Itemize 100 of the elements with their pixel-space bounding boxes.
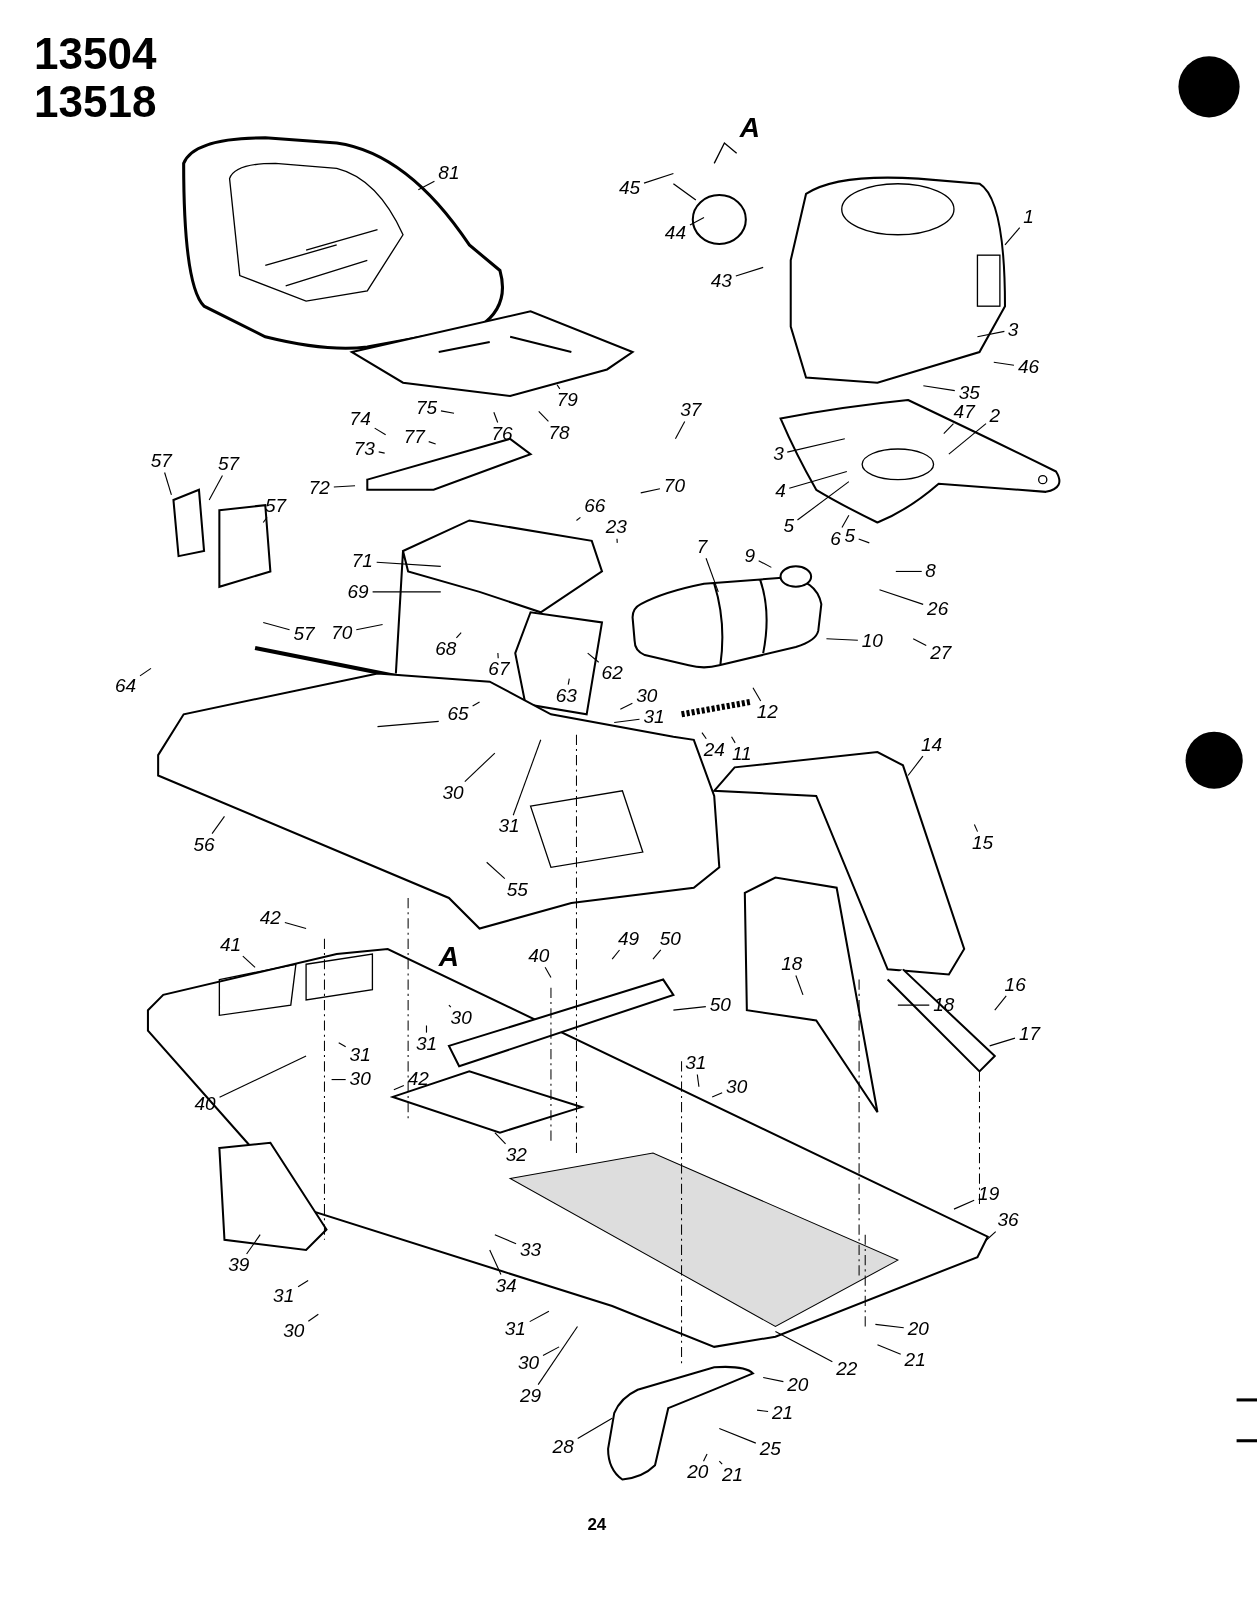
leader-line: [529, 1310, 550, 1323]
leader-line: [262, 516, 268, 524]
callout-number: 31: [273, 1285, 295, 1306]
callout-number: 69: [347, 581, 369, 602]
callout-number: 30: [726, 1076, 748, 1097]
callout-number: 57: [217, 454, 240, 475]
callout-number: 71: [351, 551, 373, 572]
callout-number: 50: [659, 928, 681, 949]
a-reference-letter: A: [739, 112, 760, 143]
leader-line: [575, 516, 581, 521]
callout-number: 62: [601, 663, 623, 684]
callout-number: 17: [1018, 1023, 1041, 1044]
leader-line: [486, 861, 506, 880]
callout-number: 55: [506, 879, 528, 900]
leader-line: [689, 216, 705, 226]
callout-number: 78: [548, 422, 570, 443]
leader-line: [284, 921, 307, 930]
leader-line: [912, 638, 927, 647]
leader-line: [333, 485, 356, 488]
callout-number: 19: [978, 1183, 1000, 1204]
leader-line: [973, 823, 979, 833]
callout-number: 65: [447, 704, 469, 725]
callout-number: 30: [283, 1321, 305, 1342]
leader-line: [587, 652, 600, 663]
leader-line: [512, 739, 542, 816]
callout-number: 22: [836, 1359, 858, 1380]
callout-number: 6: [830, 528, 841, 549]
leader-line: [472, 701, 481, 707]
leader-line: [440, 410, 455, 414]
leader-line: [989, 1037, 1016, 1047]
leader-line: [307, 1313, 319, 1322]
callout-number: 30: [442, 782, 464, 803]
leader-line: [858, 538, 870, 544]
leader-line: [374, 427, 387, 436]
callout-number: 16: [1004, 974, 1026, 995]
leader-line: [878, 589, 924, 605]
leader-line: [262, 621, 291, 631]
leader-line: [139, 667, 152, 677]
leader-line: [493, 411, 499, 424]
leader-line: [718, 1427, 757, 1444]
leader-line: [242, 955, 256, 968]
callout-number: 81: [438, 163, 460, 184]
leader-line: [696, 1073, 700, 1088]
leader-line: [619, 702, 633, 710]
callout-number: 21: [722, 1465, 744, 1486]
leader-line: [943, 422, 955, 435]
callout-number: 49: [617, 928, 640, 949]
leader-line: [164, 471, 172, 496]
callout-number: 57: [293, 623, 315, 644]
callout-number: 73: [353, 438, 375, 459]
callout-number: 63: [555, 685, 577, 706]
callout-number: 35: [958, 382, 980, 403]
leader-line: [876, 1344, 902, 1355]
callout-number: 20: [907, 1319, 929, 1340]
callout-number: 5: [783, 516, 794, 537]
leader-line: [758, 560, 772, 568]
callout-number: 37: [680, 400, 702, 421]
callout-number: 11: [731, 744, 752, 764]
a-reference-letter: A: [438, 942, 460, 973]
callout-number: 32: [505, 1144, 527, 1165]
callout-number: 27: [930, 643, 952, 663]
leader-line: [1004, 227, 1021, 246]
callout-number: 77: [403, 426, 425, 447]
leader-line: [497, 652, 499, 659]
callout-number: 18: [781, 954, 803, 975]
callout-number: 4: [775, 480, 786, 501]
callout-number: 9: [744, 546, 756, 567]
leader-line: [953, 1199, 975, 1210]
leader-line: [756, 1409, 769, 1412]
leader-line: [538, 410, 549, 423]
callout-number: 31: [685, 1053, 707, 1074]
callout-number: 42: [407, 1069, 429, 1090]
callout-number: 57: [150, 451, 172, 472]
leader-line: [297, 1280, 309, 1288]
leader-line: [774, 1331, 833, 1363]
callout-number: 57: [264, 496, 287, 517]
callout-number: 2: [989, 406, 1001, 427]
leader-line: [211, 815, 225, 835]
callout-number: 20: [687, 1462, 709, 1483]
leader-line: [219, 1055, 307, 1098]
leader-line: [985, 1231, 997, 1242]
leader-line: [425, 1024, 428, 1034]
callout-number: 29: [520, 1385, 542, 1406]
leader-line: [796, 481, 850, 521]
leader-line: [922, 385, 956, 392]
callout-number: 7: [696, 536, 708, 557]
leader-line: [731, 736, 736, 744]
leader-line: [976, 330, 1005, 338]
callout-number: 21: [904, 1350, 926, 1371]
leader-line: [701, 732, 707, 740]
callout-number: 1: [1023, 207, 1034, 228]
leader-line: [494, 1234, 517, 1245]
leader-line: [702, 1453, 708, 1462]
callout-number: 45: [618, 177, 641, 198]
leader-line: [378, 451, 386, 454]
callout-number: 66: [584, 496, 606, 517]
leader-line: [464, 752, 496, 783]
callout-number: 31: [504, 1319, 526, 1340]
callout-number: 42: [259, 908, 281, 929]
callout-number: 31: [498, 816, 520, 837]
